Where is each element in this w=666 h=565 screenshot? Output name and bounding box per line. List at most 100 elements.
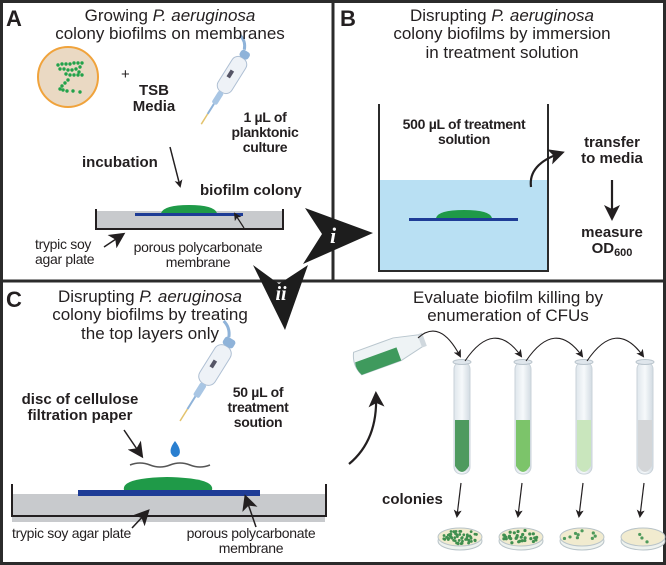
colony-dot bbox=[521, 532, 525, 537]
colony-dot bbox=[523, 536, 527, 540]
colony-dot bbox=[575, 536, 579, 540]
colony-dot bbox=[645, 540, 649, 544]
membrane-arrow-c bbox=[242, 494, 258, 528]
colony-dot bbox=[568, 535, 572, 539]
colony-dot bbox=[464, 538, 467, 541]
membrane-c bbox=[78, 490, 260, 496]
dilution-arrow bbox=[525, 337, 584, 362]
colony-dot bbox=[573, 531, 578, 536]
colony-dot bbox=[465, 536, 469, 539]
flow-arrow-i-label: i bbox=[330, 223, 337, 248]
pipette-c-volume: 50 µL of bbox=[232, 384, 284, 400]
colony-dot bbox=[504, 535, 508, 539]
dilution-arrow bbox=[417, 330, 461, 358]
panel-b-title-line3: in treatment solution bbox=[425, 42, 579, 62]
colony-dot bbox=[523, 528, 527, 533]
colony-dot bbox=[473, 539, 477, 543]
flow-arrow-i-icon[interactable] bbox=[303, 208, 373, 264]
colony-dot bbox=[469, 530, 473, 534]
colony-dot bbox=[529, 537, 533, 541]
tube-liquid bbox=[455, 420, 469, 472]
colony-dot bbox=[455, 535, 459, 539]
agar-a-line1: trypic soy bbox=[35, 236, 92, 252]
panel-d-title: Evaluate biofilm killing by enumeration … bbox=[378, 288, 638, 326]
colony-dot bbox=[460, 536, 464, 539]
plating-arrow bbox=[514, 482, 523, 518]
plating-arrow bbox=[636, 482, 645, 518]
membrane-c-line2: membrane bbox=[218, 540, 284, 557]
panel-c-title: Disrupting P. aeruginosa colony biofilms… bbox=[20, 287, 280, 343]
colony-dot bbox=[518, 539, 522, 543]
membrane-a bbox=[135, 213, 243, 216]
agar-plate-low bbox=[559, 527, 605, 551]
colony-dot bbox=[510, 541, 514, 545]
transfer-line1: transfer bbox=[584, 134, 640, 151]
panel-letter-c: C bbox=[6, 287, 22, 312]
test-tube bbox=[452, 359, 472, 475]
colony-dot bbox=[454, 529, 458, 533]
filter-paper-line1: disc of cellulose bbox=[21, 391, 139, 408]
tube-liquid bbox=[516, 420, 530, 472]
treatment-volume-line2: solution bbox=[437, 131, 491, 148]
panel-a-graphics bbox=[37, 34, 284, 249]
colony-dot bbox=[452, 530, 456, 533]
colony-dot bbox=[508, 530, 512, 534]
membrane-c-line1: porous polycarbonate bbox=[186, 525, 316, 541]
colony-dot bbox=[593, 534, 597, 538]
pipette-c-line3: soution bbox=[233, 414, 283, 431]
filter-paper-line2: filtration paper bbox=[27, 407, 133, 425]
colony-dot bbox=[515, 533, 519, 538]
pipette-a-volume: 1 µL of bbox=[243, 109, 287, 125]
colony-dot bbox=[473, 532, 477, 536]
colony-dot bbox=[520, 539, 524, 543]
dilution-arrow bbox=[586, 337, 645, 362]
colony-dot bbox=[454, 532, 457, 536]
incubation-arrow bbox=[169, 146, 183, 188]
colony-dot bbox=[562, 536, 567, 541]
incubation-label: incubation bbox=[82, 154, 158, 171]
colony-dot bbox=[523, 538, 527, 543]
flow-arrow-ii-icon[interactable] bbox=[253, 265, 308, 330]
pipette-icon bbox=[200, 34, 250, 125]
colony-dot bbox=[469, 535, 473, 539]
biofilm-colony-b bbox=[436, 210, 492, 218]
plus-sign: + bbox=[121, 66, 130, 83]
colony-dot bbox=[467, 540, 471, 544]
colony-dot bbox=[531, 539, 536, 544]
petri-dish-icon bbox=[37, 46, 99, 108]
colony-dot bbox=[462, 533, 466, 537]
colony-dot bbox=[449, 530, 453, 533]
pipette-icon bbox=[179, 319, 236, 422]
plating-arrow bbox=[575, 482, 584, 518]
colony-dot bbox=[640, 536, 644, 540]
colony-dot bbox=[638, 532, 642, 537]
agar-a-line2: agar plate bbox=[35, 251, 95, 268]
colony-dot bbox=[576, 533, 580, 537]
panel-b-title: Disrupting P. aeruginosa colony biofilms… bbox=[372, 6, 632, 62]
treatment-volume-line1: 500 µL of treatment bbox=[402, 116, 526, 132]
panel-b-title-line2: colony biofilms by immersion bbox=[393, 24, 611, 44]
membrane-arrow-a bbox=[233, 212, 245, 229]
colony-dot bbox=[442, 537, 446, 541]
to-flask-arrow bbox=[348, 391, 385, 465]
dilution-arrow bbox=[464, 337, 523, 362]
colony-dot bbox=[531, 532, 535, 536]
panel-a-title-line2: colony biofilms on membranes bbox=[55, 24, 285, 44]
tsb-label: TSB bbox=[139, 82, 169, 99]
filter-paper-arrow bbox=[123, 429, 144, 459]
test-tube bbox=[574, 359, 594, 475]
transfer-line2: to media bbox=[581, 150, 643, 168]
pipette-a-line3: culture bbox=[242, 139, 288, 156]
panel-d-title-line1: Evaluate biofilm killing by bbox=[413, 288, 603, 307]
colony-dot bbox=[580, 529, 584, 533]
colony-dot bbox=[533, 536, 537, 540]
colony-dot bbox=[509, 536, 513, 541]
